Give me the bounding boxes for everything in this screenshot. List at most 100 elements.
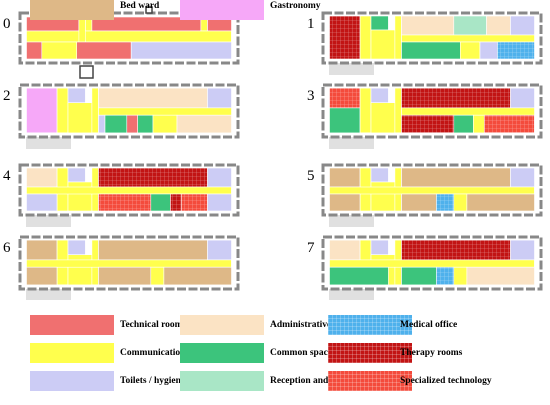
annex-footprint	[26, 287, 71, 300]
floor-plan-5	[321, 163, 543, 227]
legend-label-common: Common spaces	[270, 348, 336, 358]
room-communication	[453, 266, 468, 286]
floor-plans: 0 1 2 3 4 5 6 7	[3, 6, 543, 300]
room-communication	[67, 102, 93, 134]
room-communication	[56, 87, 69, 134]
room-communication	[394, 87, 402, 134]
floor-number: 6	[3, 240, 11, 256]
room-communication	[359, 15, 372, 60]
room-toilets	[510, 239, 535, 261]
room-communication	[26, 186, 232, 195]
room-common	[401, 41, 461, 60]
room-communication	[329, 186, 535, 195]
room-bedward	[466, 193, 535, 212]
room-admin	[176, 114, 232, 134]
floor-number: 4	[3, 168, 11, 184]
room-bedward	[98, 266, 152, 286]
room-common	[104, 114, 128, 134]
room-bedward	[329, 193, 361, 212]
floor-plan-3	[321, 83, 543, 149]
room-admin	[26, 167, 58, 188]
room-medical	[497, 41, 535, 60]
room-medical	[436, 193, 455, 212]
room-technical	[76, 41, 132, 60]
room-toilets	[26, 193, 58, 212]
exterior-wall	[321, 163, 543, 217]
room-communication	[329, 259, 535, 268]
legend-label-technical: Technical room	[120, 320, 183, 330]
room-common	[137, 114, 154, 134]
room-bedward	[26, 239, 58, 261]
room-specialized	[181, 193, 208, 212]
room-communication	[150, 266, 165, 286]
room-common	[401, 266, 437, 286]
room-admin	[98, 87, 208, 109]
legend-label-medical: Medical office	[400, 320, 458, 330]
room-communication	[98, 107, 232, 116]
legend-swatch-communication	[30, 343, 114, 363]
legend-swatch-technical	[30, 315, 114, 335]
room-communication	[473, 114, 485, 134]
exterior-wall	[18, 83, 240, 139]
room-technical	[26, 41, 43, 60]
room-communication	[78, 16, 86, 43]
room-reception	[453, 15, 487, 36]
floor-number: 5	[307, 168, 315, 184]
room-common	[329, 266, 389, 286]
room-toilets	[207, 193, 232, 212]
legend-swatch-common	[180, 343, 264, 363]
room-toilets	[98, 114, 106, 134]
exterior-wall	[18, 11, 240, 65]
room-medical	[436, 266, 455, 286]
legend-label-communication: Communication	[120, 348, 186, 358]
room-toilets	[370, 239, 389, 256]
floor-number: 2	[3, 88, 11, 104]
room-technical	[126, 114, 139, 134]
room-admin	[486, 15, 511, 36]
room-specialized	[329, 87, 361, 109]
room-admin	[329, 239, 361, 261]
room-toilets	[510, 167, 535, 188]
floor-number: 3	[307, 88, 315, 104]
room-toilets	[67, 167, 86, 183]
floor-plan-7	[321, 235, 543, 300]
room-therapy	[98, 167, 208, 188]
room-specialized	[98, 193, 152, 212]
floor-number: 7	[307, 240, 315, 256]
room-communication	[67, 181, 93, 212]
room-communication	[401, 34, 535, 43]
legend-swatch-toilets	[30, 371, 114, 391]
legend-swatch-gastronomy	[180, 0, 264, 20]
room-communication	[41, 41, 78, 60]
annex-footprint	[329, 287, 374, 300]
legend-swatch-reception	[180, 371, 264, 391]
room-communication	[401, 107, 535, 116]
floor-number: 0	[3, 16, 11, 32]
room-communication	[91, 87, 99, 134]
room-communication	[26, 30, 232, 43]
room-toilets	[130, 41, 232, 60]
exterior-wall	[321, 11, 543, 65]
legend-label-specialized: Specialized technology	[400, 376, 492, 386]
legend-swatch-admin	[180, 315, 264, 335]
room-communication	[370, 181, 396, 212]
room-communication	[26, 259, 232, 268]
room-communication	[370, 29, 396, 60]
floor-plan-4	[18, 163, 240, 227]
room-bedward	[163, 266, 232, 286]
floor-number: 1	[307, 16, 315, 32]
room-toilets	[370, 87, 389, 103]
room-communication	[453, 193, 468, 212]
room-common	[370, 15, 389, 31]
room-communication	[370, 102, 396, 134]
exterior-wall	[18, 235, 240, 291]
room-toilets	[370, 167, 389, 183]
legend-label-therapy: Therapy rooms	[400, 348, 463, 358]
floor-plan-0	[18, 11, 240, 65]
annex-footprint	[329, 135, 374, 149]
room-communication	[459, 41, 481, 60]
legend-label-toilets: Toilets / hygiene	[120, 376, 186, 386]
room-bedward	[98, 239, 208, 261]
room-gastronomy	[26, 87, 58, 134]
exterior-wall	[18, 163, 240, 217]
